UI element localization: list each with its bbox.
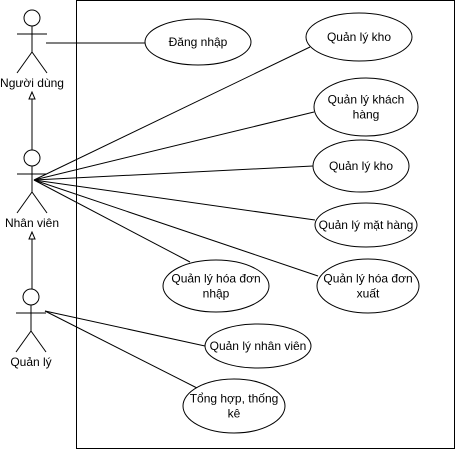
use-case-quan-ly-nhan-vien: Quản lý nhân viên [204, 323, 312, 369]
actor-label: Người dùng [0, 76, 64, 90]
association-line [33, 46, 311, 181]
association-lines [33, 42, 319, 389]
use-case-quan-ly-mat-hang: Quản lý mặt hàng [314, 202, 418, 248]
actor-label: Nhân viên [5, 216, 59, 230]
use-case-label: Quản lý khách [328, 93, 405, 107]
use-case-ellipse [305, 12, 413, 62]
actor-left-leg [15, 330, 32, 353]
use-case-label: hàng [353, 108, 380, 122]
use-case-label: Quản lý nhân viên [210, 339, 307, 353]
use-case-ellipse [144, 18, 252, 66]
use-case-label: Quản lý mặt hàng [319, 218, 414, 232]
actor-right-leg [31, 191, 48, 214]
actor-head [23, 149, 41, 167]
actor-right-leg [30, 330, 47, 353]
association-line [33, 111, 315, 181]
association-line [33, 165, 314, 181]
actor-nguoi-dung: Người dùng [0, 9, 64, 90]
use-case-label: kê [228, 407, 241, 421]
use-case-ellipse [314, 202, 418, 248]
use-case-label: Tổng hợp, thống [190, 392, 279, 406]
use-case-label: Đăng nhập [169, 35, 228, 49]
actor-left-leg [16, 191, 33, 214]
use-case-ellipse [313, 77, 419, 137]
actor-label: Quản lý [10, 355, 51, 369]
use-case-ellipse [316, 258, 420, 314]
use-case-dang-nhap: Đăng nhập [144, 18, 252, 66]
association-line [33, 179, 319, 277]
association-line [44, 310, 206, 347]
use-case-quan-ly-kho-2: Quản lý kho [312, 139, 410, 193]
actor-right-leg [31, 51, 48, 74]
use-case-ellipse [182, 378, 286, 434]
generalization-arrows [28, 90, 36, 289]
association-line [33, 179, 316, 221]
association-line [44, 310, 198, 389]
actor-head [23, 9, 41, 27]
association-line [33, 179, 191, 263]
actor-nhan-vien: Nhân viên [5, 149, 59, 230]
use-case-label: xuất [357, 287, 380, 301]
use-case-ellipse [204, 323, 312, 369]
use-case-ellipse [162, 259, 270, 313]
use-case-label: Quản lý kho [327, 30, 391, 44]
use-case-quan-ly-kho-1: Quản lý kho [305, 12, 413, 62]
actor-quan-ly: Quản lý [10, 288, 52, 369]
generalization-arrowhead [28, 230, 36, 240]
use-case-ellipse [312, 139, 410, 193]
actor-head [22, 288, 40, 306]
use-case-label: nhập [203, 287, 230, 301]
use-case-label: Quản lý kho [329, 159, 393, 173]
generalization-arrowhead [28, 90, 36, 100]
use-case-label: Quản lý hóa đơn [323, 272, 412, 286]
actor-left-leg [16, 51, 33, 74]
use-case-label: Quản lý hóa đơn [171, 272, 260, 286]
